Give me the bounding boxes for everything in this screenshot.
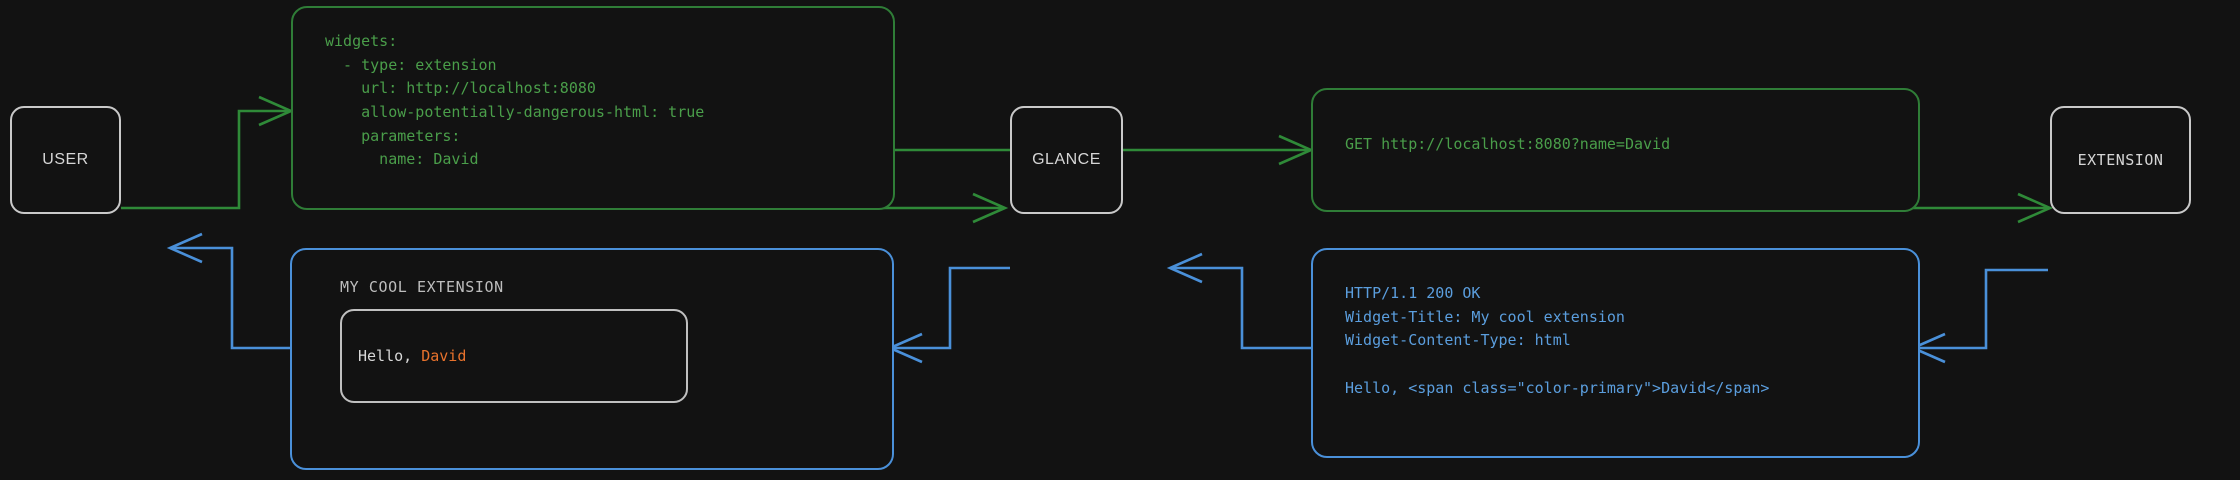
http-response-text: HTTP/1.1 200 OK Widget-Title: My cool ex… [1345, 284, 1770, 397]
card-widget-config: widgets: - type: extension url: http://l… [291, 6, 895, 210]
node-glance[interactable]: GLANCE [1010, 106, 1123, 214]
rendered-widget-body: Hello, David [340, 309, 688, 403]
card-http-response: HTTP/1.1 200 OK Widget-Title: My cool ex… [1311, 248, 1920, 458]
config-yaml-text: widgets: - type: extension url: http://l… [325, 32, 705, 169]
card-rendered-widget: MY COOL EXTENSION Hello, David [290, 248, 894, 470]
greeting-prefix: Hello, [358, 347, 422, 365]
greeting-name: David [421, 347, 467, 365]
node-user[interactable]: USER [10, 106, 121, 214]
node-glance-label: GLANCE [1032, 151, 1101, 168]
node-extension-label: EXTENSION [2077, 151, 2164, 169]
connector-widget-to-user [166, 232, 290, 350]
node-user-label: USER [42, 151, 89, 168]
node-extension[interactable]: EXTENSION [2050, 106, 2191, 214]
http-request-text: GET http://localhost:8080?name=David [1345, 135, 1671, 153]
card-http-request: GET http://localhost:8080?name=David [1311, 88, 1920, 212]
rendered-widget-greeting: Hello, David [342, 347, 466, 365]
connector-user-to-config [121, 95, 295, 210]
connector-response-to-glance [1166, 252, 1320, 350]
connector-glance-to-widget [886, 266, 1010, 364]
rendered-widget-title: MY COOL EXTENSION [340, 278, 504, 296]
connector-extension-to-response [1909, 268, 2048, 364]
